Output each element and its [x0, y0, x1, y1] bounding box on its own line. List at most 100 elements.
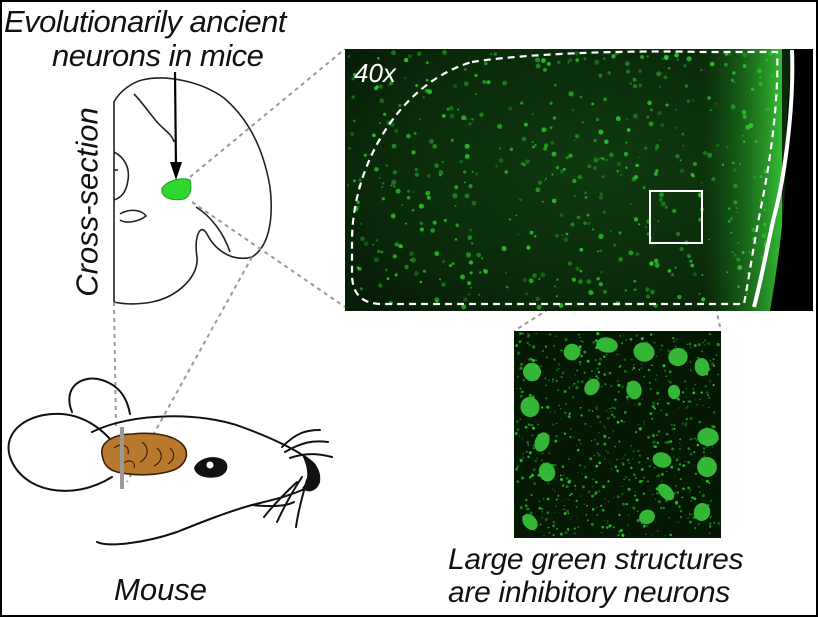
punctum-dot	[596, 408, 598, 410]
neuron-dot	[381, 197, 385, 201]
punctum-dot	[608, 371, 612, 375]
punctum-dot	[611, 413, 614, 416]
neuron-dot	[739, 162, 741, 165]
punctum-dot	[584, 422, 587, 425]
punctum-dot	[551, 378, 555, 381]
punctum-dot	[638, 402, 642, 406]
punctum-dot	[709, 452, 712, 454]
punctum-dot	[700, 391, 703, 394]
punctum-dot	[565, 509, 570, 513]
neuron-dot	[454, 185, 459, 190]
punctum-dot	[669, 533, 672, 537]
neuron-dot	[390, 184, 393, 187]
neuron-dot	[737, 265, 743, 270]
punctum-dot	[531, 424, 534, 427]
neuron-dot	[729, 217, 734, 221]
neuron-dot	[742, 114, 747, 119]
neuron-dot	[674, 126, 677, 129]
neuron-dot	[750, 87, 755, 92]
punctum-dot	[539, 523, 542, 526]
neuron-dot	[759, 198, 763, 202]
punctum-dot	[682, 400, 685, 403]
punctum-dot	[665, 432, 669, 436]
punctum-dot	[527, 455, 530, 458]
punctum-dot	[563, 474, 565, 476]
neuron-dot	[765, 107, 770, 112]
neuron-dot	[406, 133, 411, 139]
punctum-dot	[638, 368, 641, 371]
neuron-dot	[758, 81, 763, 86]
punctum-dot	[690, 346, 692, 349]
punctum-dot	[651, 434, 656, 438]
punctum-dot	[631, 358, 633, 361]
punctum-dot	[570, 428, 572, 430]
neuron-dot	[726, 146, 729, 149]
punctum-dot	[694, 437, 697, 440]
punctum-dot	[649, 388, 652, 390]
punctum-dot	[605, 410, 608, 412]
neuron-dot	[432, 220, 437, 225]
neuron-dot	[464, 143, 470, 149]
neuron-dot	[599, 192, 603, 196]
punctum-dot	[563, 432, 567, 435]
punctum-dot	[559, 408, 562, 410]
punctum-dot	[669, 381, 672, 384]
neuron-dot	[700, 69, 703, 72]
punctum-dot	[532, 468, 536, 472]
neuron-dot	[598, 129, 604, 135]
neuron-dot	[356, 200, 360, 205]
neuron-dot	[633, 113, 638, 119]
punctum-dot	[613, 415, 616, 419]
punctum-dot	[689, 438, 692, 441]
punctum-dot	[600, 385, 603, 388]
punctum-dot	[647, 435, 651, 439]
punctum-dot	[553, 344, 556, 347]
punctum-dot	[561, 465, 565, 468]
neuron-dot	[763, 208, 766, 211]
punctum-dot	[616, 353, 619, 356]
punctum-dot	[679, 438, 682, 441]
neuron-dot	[649, 261, 654, 266]
punctum-dot	[679, 463, 681, 466]
punctum-dot	[623, 410, 627, 414]
punctum-dot	[716, 343, 720, 347]
punctum-dot	[581, 495, 583, 497]
neuron-dot	[660, 201, 666, 207]
neuron-dot	[441, 282, 446, 287]
neuron-dot	[650, 289, 655, 295]
neuron-dot	[575, 266, 580, 271]
punctum-dot	[620, 419, 623, 423]
punctum-dot	[656, 391, 660, 395]
punctum-dot	[572, 385, 574, 387]
neuron-dot	[422, 96, 425, 99]
neuron-dot	[664, 205, 669, 209]
neuron-dot	[495, 164, 499, 168]
punctum-dot	[546, 497, 550, 501]
punctum-dot	[712, 384, 715, 387]
neuron-dot	[702, 150, 708, 156]
punctum-dot	[679, 510, 683, 513]
neuron-dot	[348, 146, 351, 150]
punctum-dot	[544, 518, 548, 522]
punctum-dot	[553, 463, 557, 467]
neuron-dot	[508, 106, 513, 111]
punctum-dot	[676, 491, 680, 494]
punctum-dot	[621, 485, 623, 487]
punctum-dot	[694, 383, 697, 386]
punctum-dot	[702, 451, 705, 454]
neuron-dot	[692, 99, 694, 102]
neuron-dot	[347, 184, 350, 187]
punctum-dot	[521, 390, 525, 393]
punctum-dot	[670, 465, 674, 469]
punctum-dot	[525, 498, 528, 501]
punctum-dot	[690, 500, 693, 502]
punctum-dot	[533, 529, 536, 532]
punctum-dot	[551, 423, 555, 426]
neuron-dot	[601, 175, 605, 179]
neuron-dot	[648, 121, 654, 127]
punctum-dot	[651, 493, 654, 496]
punctum-dot	[516, 480, 520, 483]
neuron-dot	[701, 297, 706, 302]
punctum-dot	[638, 480, 642, 484]
punctum-dot	[660, 472, 665, 476]
